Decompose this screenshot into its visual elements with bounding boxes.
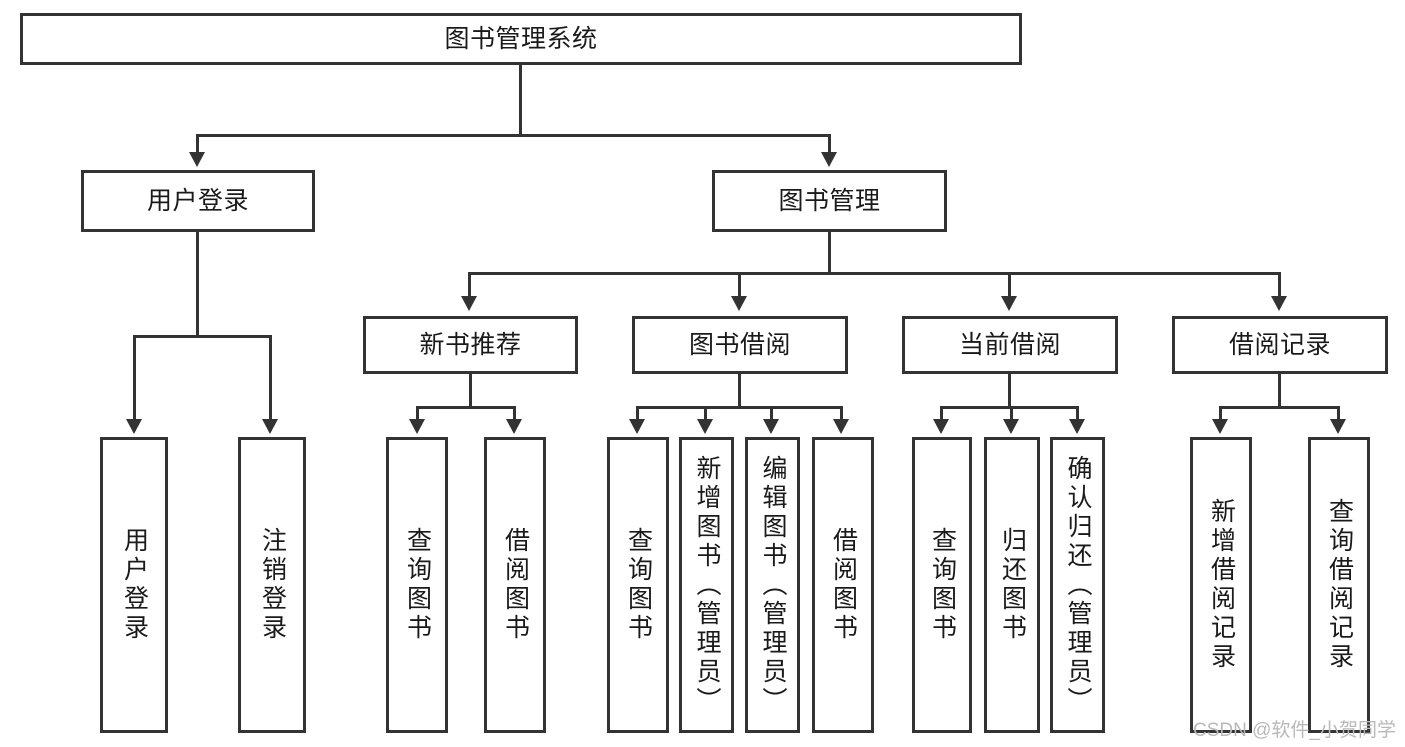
connector-bm-branch-3 bbox=[1008, 272, 1011, 297]
arrowhead-bb-branch-4 bbox=[833, 419, 849, 434]
arrowhead-user-login-branch-2 bbox=[262, 419, 278, 434]
connector-bm-branch-2 bbox=[738, 272, 741, 297]
arrowhead-bm-branch-2 bbox=[731, 296, 747, 311]
node-book-borrowing[interactable]: 图书借阅 bbox=[632, 316, 848, 374]
node-label: 编辑图书（管理员） bbox=[759, 454, 787, 716]
connector-bm-branch-4 bbox=[1278, 272, 1281, 297]
connector-bb-stem bbox=[738, 374, 741, 408]
node-label: 借阅记录 bbox=[1228, 330, 1331, 359]
leaf-return-books[interactable]: 归还图书 bbox=[984, 437, 1040, 733]
connector-bb-branch-3 bbox=[770, 406, 773, 420]
arrowhead-bm-branch-3 bbox=[1001, 296, 1017, 311]
connector-cb-stem bbox=[1008, 374, 1011, 408]
csdn-watermark: CSDN @软件_小贺同学 bbox=[1193, 720, 1396, 741]
connector-book-management-stem bbox=[828, 232, 831, 274]
arrowhead-cb-branch-3 bbox=[1069, 419, 1085, 434]
node-label: 新增借阅记录 bbox=[1207, 498, 1236, 672]
arrowhead-br-branch-1 bbox=[1212, 419, 1228, 434]
node-new-book-recommendation[interactable]: 新书推荐 bbox=[363, 316, 578, 374]
connector-br-branch-1 bbox=[1219, 406, 1222, 420]
node-label: 图书管理系统 bbox=[444, 24, 598, 53]
node-label: 确认归还（管理员） bbox=[1064, 454, 1092, 716]
leaf-borrow-books-recommendation[interactable]: 借阅图书 bbox=[484, 437, 546, 733]
node-label: 借阅图书 bbox=[501, 527, 530, 643]
connector-nbr-branch-2 bbox=[513, 406, 516, 420]
node-user-login[interactable]: 用户登录 bbox=[81, 170, 315, 232]
leaf-query-books-recommendation[interactable]: 查询图书 bbox=[386, 437, 448, 733]
leaf-add-borrow-record[interactable]: 新增借阅记录 bbox=[1190, 437, 1252, 733]
node-label: 新增图书（管理员） bbox=[693, 454, 721, 716]
connector-bm-branch-1 bbox=[468, 272, 471, 297]
node-label: 图书借阅 bbox=[688, 330, 791, 359]
connector-bb-bar bbox=[636, 406, 843, 409]
arrowhead-bb-branch-1 bbox=[629, 419, 645, 434]
node-label: 归还图书 bbox=[998, 527, 1027, 643]
connector-root-stem bbox=[519, 65, 522, 136]
connector-br-branch-2 bbox=[1337, 406, 1340, 420]
node-label: 注销登录 bbox=[258, 527, 287, 643]
arrowhead-bm-branch-1 bbox=[461, 296, 477, 311]
leaf-query-borrow-record[interactable]: 查询借阅记录 bbox=[1308, 437, 1370, 733]
node-label: 用户登录 bbox=[146, 186, 249, 215]
connector-cb-branch-1 bbox=[940, 406, 943, 420]
node-label: 查询图书 bbox=[928, 527, 957, 643]
arrowhead-nbr-branch-1 bbox=[409, 419, 425, 434]
connector-bb-branch-1 bbox=[636, 406, 639, 420]
arrowhead-bm-branch-4 bbox=[1271, 296, 1287, 311]
arrowhead-bb-branch-3 bbox=[763, 419, 779, 434]
node-label: 借阅图书 bbox=[829, 527, 858, 643]
connector-root-bar bbox=[196, 134, 831, 137]
arrowhead-root-to-book-management bbox=[821, 152, 837, 167]
leaf-borrow-books-borrowing[interactable]: 借阅图书 bbox=[812, 437, 874, 733]
connector-cb-bar bbox=[940, 406, 1079, 409]
leaf-query-books-borrowing[interactable]: 查询图书 bbox=[607, 437, 669, 733]
node-label: 查询图书 bbox=[624, 527, 653, 643]
connector-root-to-user-login bbox=[196, 134, 199, 154]
arrowhead-root-to-user-login bbox=[189, 152, 205, 167]
connector-user-login-branch-1 bbox=[133, 335, 136, 420]
node-book-management[interactable]: 图书管理 bbox=[712, 170, 947, 232]
node-current-borrowing[interactable]: 当前借阅 bbox=[902, 316, 1118, 374]
leaf-query-books-current[interactable]: 查询图书 bbox=[912, 437, 972, 733]
node-label: 查询借阅记录 bbox=[1325, 498, 1354, 672]
connector-bb-branch-4 bbox=[840, 406, 843, 420]
connector-user-login-stem bbox=[196, 232, 199, 337]
connector-root-to-book-management bbox=[828, 134, 831, 154]
node-label: 查询图书 bbox=[403, 527, 432, 643]
connector-cb-branch-3 bbox=[1076, 406, 1079, 420]
connector-user-login-bar bbox=[133, 335, 272, 338]
arrowhead-bb-branch-2 bbox=[697, 419, 713, 434]
connector-cb-branch-2 bbox=[1010, 406, 1013, 420]
arrowhead-cb-branch-1 bbox=[933, 419, 949, 434]
arrowhead-nbr-branch-2 bbox=[506, 419, 522, 434]
node-label: 用户登录 bbox=[120, 527, 149, 643]
leaf-add-book-admin[interactable]: 新增图书（管理员） bbox=[679, 437, 734, 733]
connector-nbr-bar bbox=[416, 406, 515, 409]
leaf-confirm-return-admin[interactable]: 确认归还（管理员） bbox=[1050, 437, 1105, 733]
connector-book-management-bar bbox=[468, 272, 1280, 275]
node-label: 图书管理 bbox=[778, 186, 881, 215]
arrowhead-user-login-branch-1 bbox=[126, 419, 142, 434]
node-label: 新书推荐 bbox=[419, 330, 522, 359]
connector-bb-branch-2 bbox=[704, 406, 707, 420]
arrowhead-cb-branch-2 bbox=[1003, 419, 1019, 434]
leaf-edit-book-admin[interactable]: 编辑图书（管理员） bbox=[745, 437, 800, 733]
node-borrowing-records[interactable]: 借阅记录 bbox=[1172, 316, 1388, 374]
connector-br-stem bbox=[1278, 374, 1281, 408]
arrowhead-br-branch-2 bbox=[1330, 419, 1346, 434]
connector-nbr-branch-1 bbox=[416, 406, 419, 420]
connector-br-bar bbox=[1219, 406, 1340, 409]
leaf-user-login[interactable]: 用户登录 bbox=[100, 437, 168, 733]
node-label: 当前借阅 bbox=[958, 330, 1061, 359]
leaf-logout[interactable]: 注销登录 bbox=[238, 437, 306, 733]
connector-user-login-branch-2 bbox=[269, 335, 272, 420]
connector-nbr-stem bbox=[469, 374, 472, 408]
node-root-book-management-system[interactable]: 图书管理系统 bbox=[20, 13, 1022, 65]
